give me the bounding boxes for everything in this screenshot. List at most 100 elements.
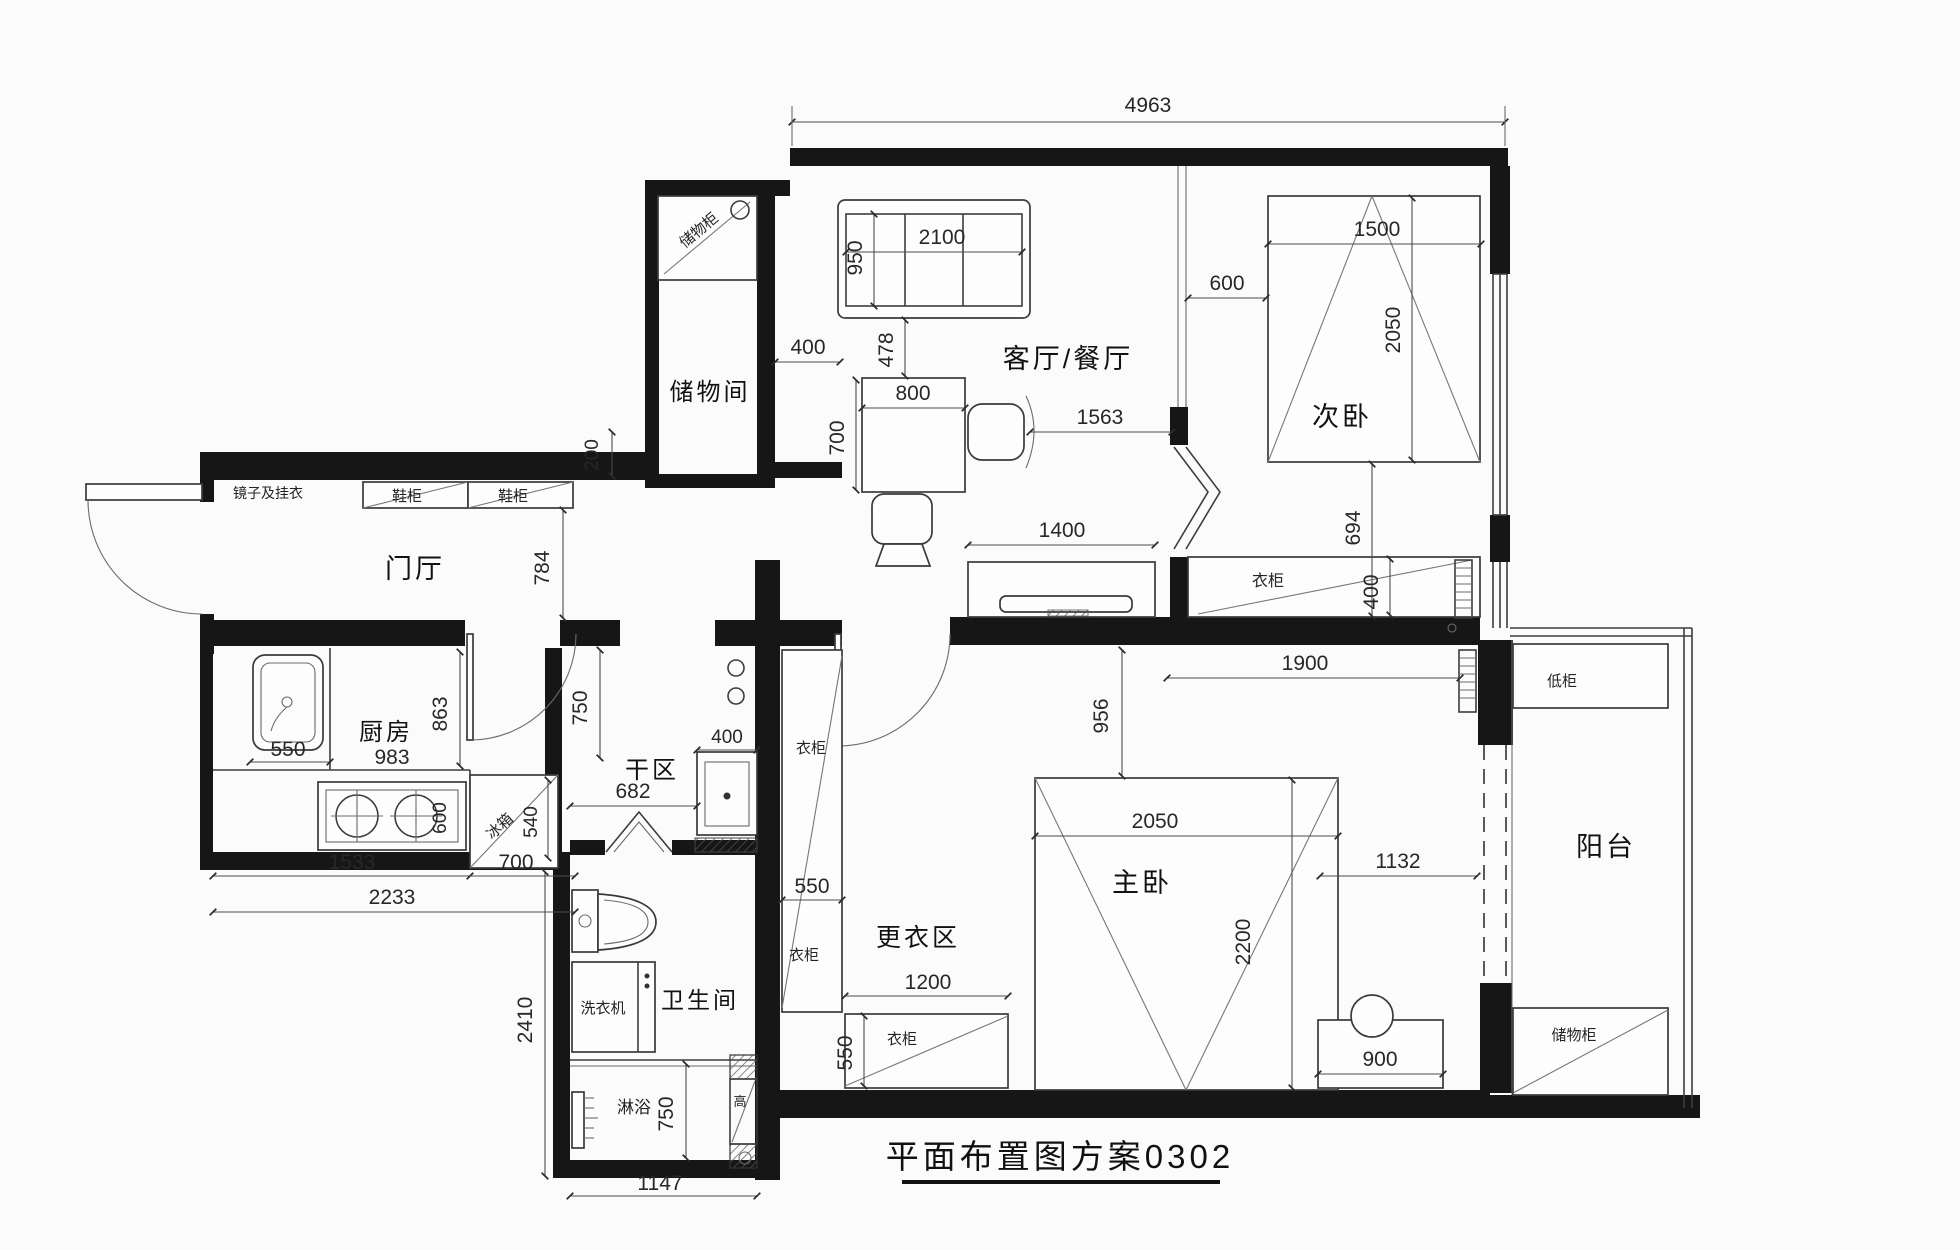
kitchen-sink bbox=[252, 654, 324, 751]
dressing-door bbox=[834, 633, 951, 747]
kitchen-door bbox=[466, 633, 577, 741]
svg-text:700: 700 bbox=[498, 851, 533, 874]
room-label-dressing: 更衣区 bbox=[876, 924, 960, 952]
bedroom2-wardrobe: 衣柜 bbox=[1187, 556, 1481, 618]
shower-fixture bbox=[571, 1091, 585, 1149]
svg-text:4963: 4963 bbox=[1125, 94, 1172, 117]
svg-text:600: 600 bbox=[430, 802, 451, 834]
dim-shower-depth: 750 bbox=[655, 1060, 690, 1162]
wall-top bbox=[790, 148, 1508, 166]
kitchen-fixtures: 冰箱 bbox=[213, 648, 559, 869]
svg-text:694: 694 bbox=[1342, 510, 1365, 545]
low-cabinet-label: 低柜 bbox=[1547, 673, 1577, 690]
dim-strip-width: 550 bbox=[778, 875, 846, 904]
mirror-coat-label: 镜子及挂衣 bbox=[233, 485, 303, 501]
dimensions: 4963 2100 950 478 400 800 700 1563 bbox=[209, 94, 1509, 1200]
walls bbox=[200, 148, 1700, 1180]
svg-text:478: 478 bbox=[875, 332, 898, 367]
svg-text:2100: 2100 bbox=[919, 226, 966, 249]
wall-balcony-bottom bbox=[1490, 1095, 1700, 1118]
dim-bed2-length: 2050 bbox=[1382, 194, 1416, 464]
dim-kitchen-depth: 863 bbox=[429, 648, 464, 770]
dim-table-depth: 700 bbox=[826, 376, 860, 494]
radiator-lower bbox=[1458, 649, 1477, 713]
wall-right-upper bbox=[1490, 166, 1510, 274]
fridge: 冰箱 bbox=[469, 774, 559, 869]
room-label-dry-area: 干区 bbox=[625, 757, 679, 784]
svg-text:2200: 2200 bbox=[1232, 919, 1255, 966]
svg-text:750: 750 bbox=[655, 1096, 678, 1131]
wardrobe-label: 衣柜 bbox=[1252, 572, 1284, 590]
drawing-title: 平面布置图方案0302 bbox=[886, 1138, 1234, 1184]
wall-right-mid bbox=[1490, 515, 1510, 562]
room-label-master: 主卧 bbox=[1112, 868, 1172, 898]
svg-text:682: 682 bbox=[615, 780, 650, 803]
title-text: 平面布置图方案0302 bbox=[886, 1138, 1234, 1175]
wall-bottom-band bbox=[775, 1090, 1490, 1118]
wall-jamb-a bbox=[1170, 407, 1188, 445]
svg-text:700: 700 bbox=[826, 420, 849, 455]
room-label-bedroom2: 次卧 bbox=[1312, 402, 1372, 432]
svg-text:1500: 1500 bbox=[1354, 218, 1401, 241]
dim-kitchen-width: 2233 bbox=[209, 886, 579, 916]
wall-storage-right bbox=[757, 196, 775, 474]
dining-chair-south bbox=[871, 493, 933, 545]
wall-entry-top bbox=[200, 452, 645, 480]
dim-sofa-depth: 950 bbox=[844, 210, 878, 310]
wall-strip-block bbox=[775, 462, 842, 478]
svg-text:863: 863 bbox=[429, 696, 452, 731]
wall-left-a bbox=[200, 480, 214, 502]
svg-text:600: 600 bbox=[1209, 272, 1244, 295]
washing-machine: 洗衣机 bbox=[571, 961, 656, 1053]
dim-wardrobe-depth: 400 bbox=[1360, 555, 1394, 619]
svg-text:550: 550 bbox=[270, 738, 305, 761]
bedroom2-folding-door bbox=[1173, 446, 1221, 550]
svg-text:1563: 1563 bbox=[1077, 406, 1124, 429]
svg-text:950: 950 bbox=[844, 240, 867, 275]
wall-living-south bbox=[950, 617, 1480, 645]
shower-area bbox=[570, 1059, 757, 1149]
dim-counter: 983 bbox=[374, 746, 409, 769]
room-label-kitchen: 厨房 bbox=[359, 719, 413, 746]
svg-text:784: 784 bbox=[531, 550, 554, 585]
svg-text:1900: 1900 bbox=[1282, 652, 1329, 675]
storage-cabinet: 储物柜 bbox=[657, 195, 758, 281]
dim-fridge-run: 700 bbox=[470, 851, 579, 880]
dim-table-width: 800 bbox=[858, 382, 969, 412]
dim-bed1-side: 1132 bbox=[1316, 850, 1481, 880]
dim-bed2-foot: 694 bbox=[1342, 460, 1376, 620]
dim-nightstand: 900 bbox=[1314, 1048, 1447, 1078]
window-bedroom2 bbox=[1492, 273, 1508, 516]
svg-text:1200: 1200 bbox=[905, 971, 952, 994]
duct-shaft: 高 bbox=[729, 1054, 758, 1169]
wall-band-a bbox=[200, 620, 465, 646]
wall-balcony-post bbox=[1480, 983, 1512, 1093]
balcony-low-cabinet: 低柜 bbox=[1512, 643, 1669, 709]
dining-table bbox=[861, 377, 1035, 567]
dim-hall-width: 1900 bbox=[1163, 652, 1464, 682]
dim-entry-depth: 784 bbox=[531, 506, 567, 622]
room-labels: 储物间 客厅/餐厅 次卧 门厅 厨房 干区 卫生间 更衣区 主卧 阳台 淋浴 bbox=[359, 344, 1636, 1117]
dim-counter-run: 1533 bbox=[209, 851, 474, 880]
svg-text:550: 550 bbox=[794, 875, 829, 898]
room-label-balcony: 阳台 bbox=[1576, 832, 1636, 862]
dim-bath-height: 2410 bbox=[514, 868, 549, 1180]
room-label-living-dining: 客厅/餐厅 bbox=[1003, 344, 1134, 374]
svg-text:900: 900 bbox=[1362, 1048, 1397, 1071]
dim-dry-width: 682 bbox=[566, 780, 701, 810]
dry-area-basin bbox=[694, 659, 758, 853]
dim-wardrobe2-depth: 550 bbox=[834, 1012, 868, 1090]
dim-storage-strip: 400 bbox=[771, 336, 844, 366]
shoe-cabinet-label: 鞋柜 bbox=[392, 488, 422, 505]
lamp bbox=[1350, 994, 1394, 1038]
wall-right-low bbox=[1478, 640, 1513, 745]
dim-bath-width: 1147 bbox=[566, 1172, 761, 1200]
wall-storage-left bbox=[645, 180, 659, 488]
svg-text:550: 550 bbox=[834, 1035, 857, 1070]
bathroom-bifold-door bbox=[605, 810, 673, 853]
sliding-opening-dashed bbox=[1483, 745, 1507, 983]
svg-text:400: 400 bbox=[711, 727, 743, 748]
dim-bed2-side: 600 bbox=[1184, 272, 1270, 302]
svg-text:400: 400 bbox=[790, 336, 825, 359]
